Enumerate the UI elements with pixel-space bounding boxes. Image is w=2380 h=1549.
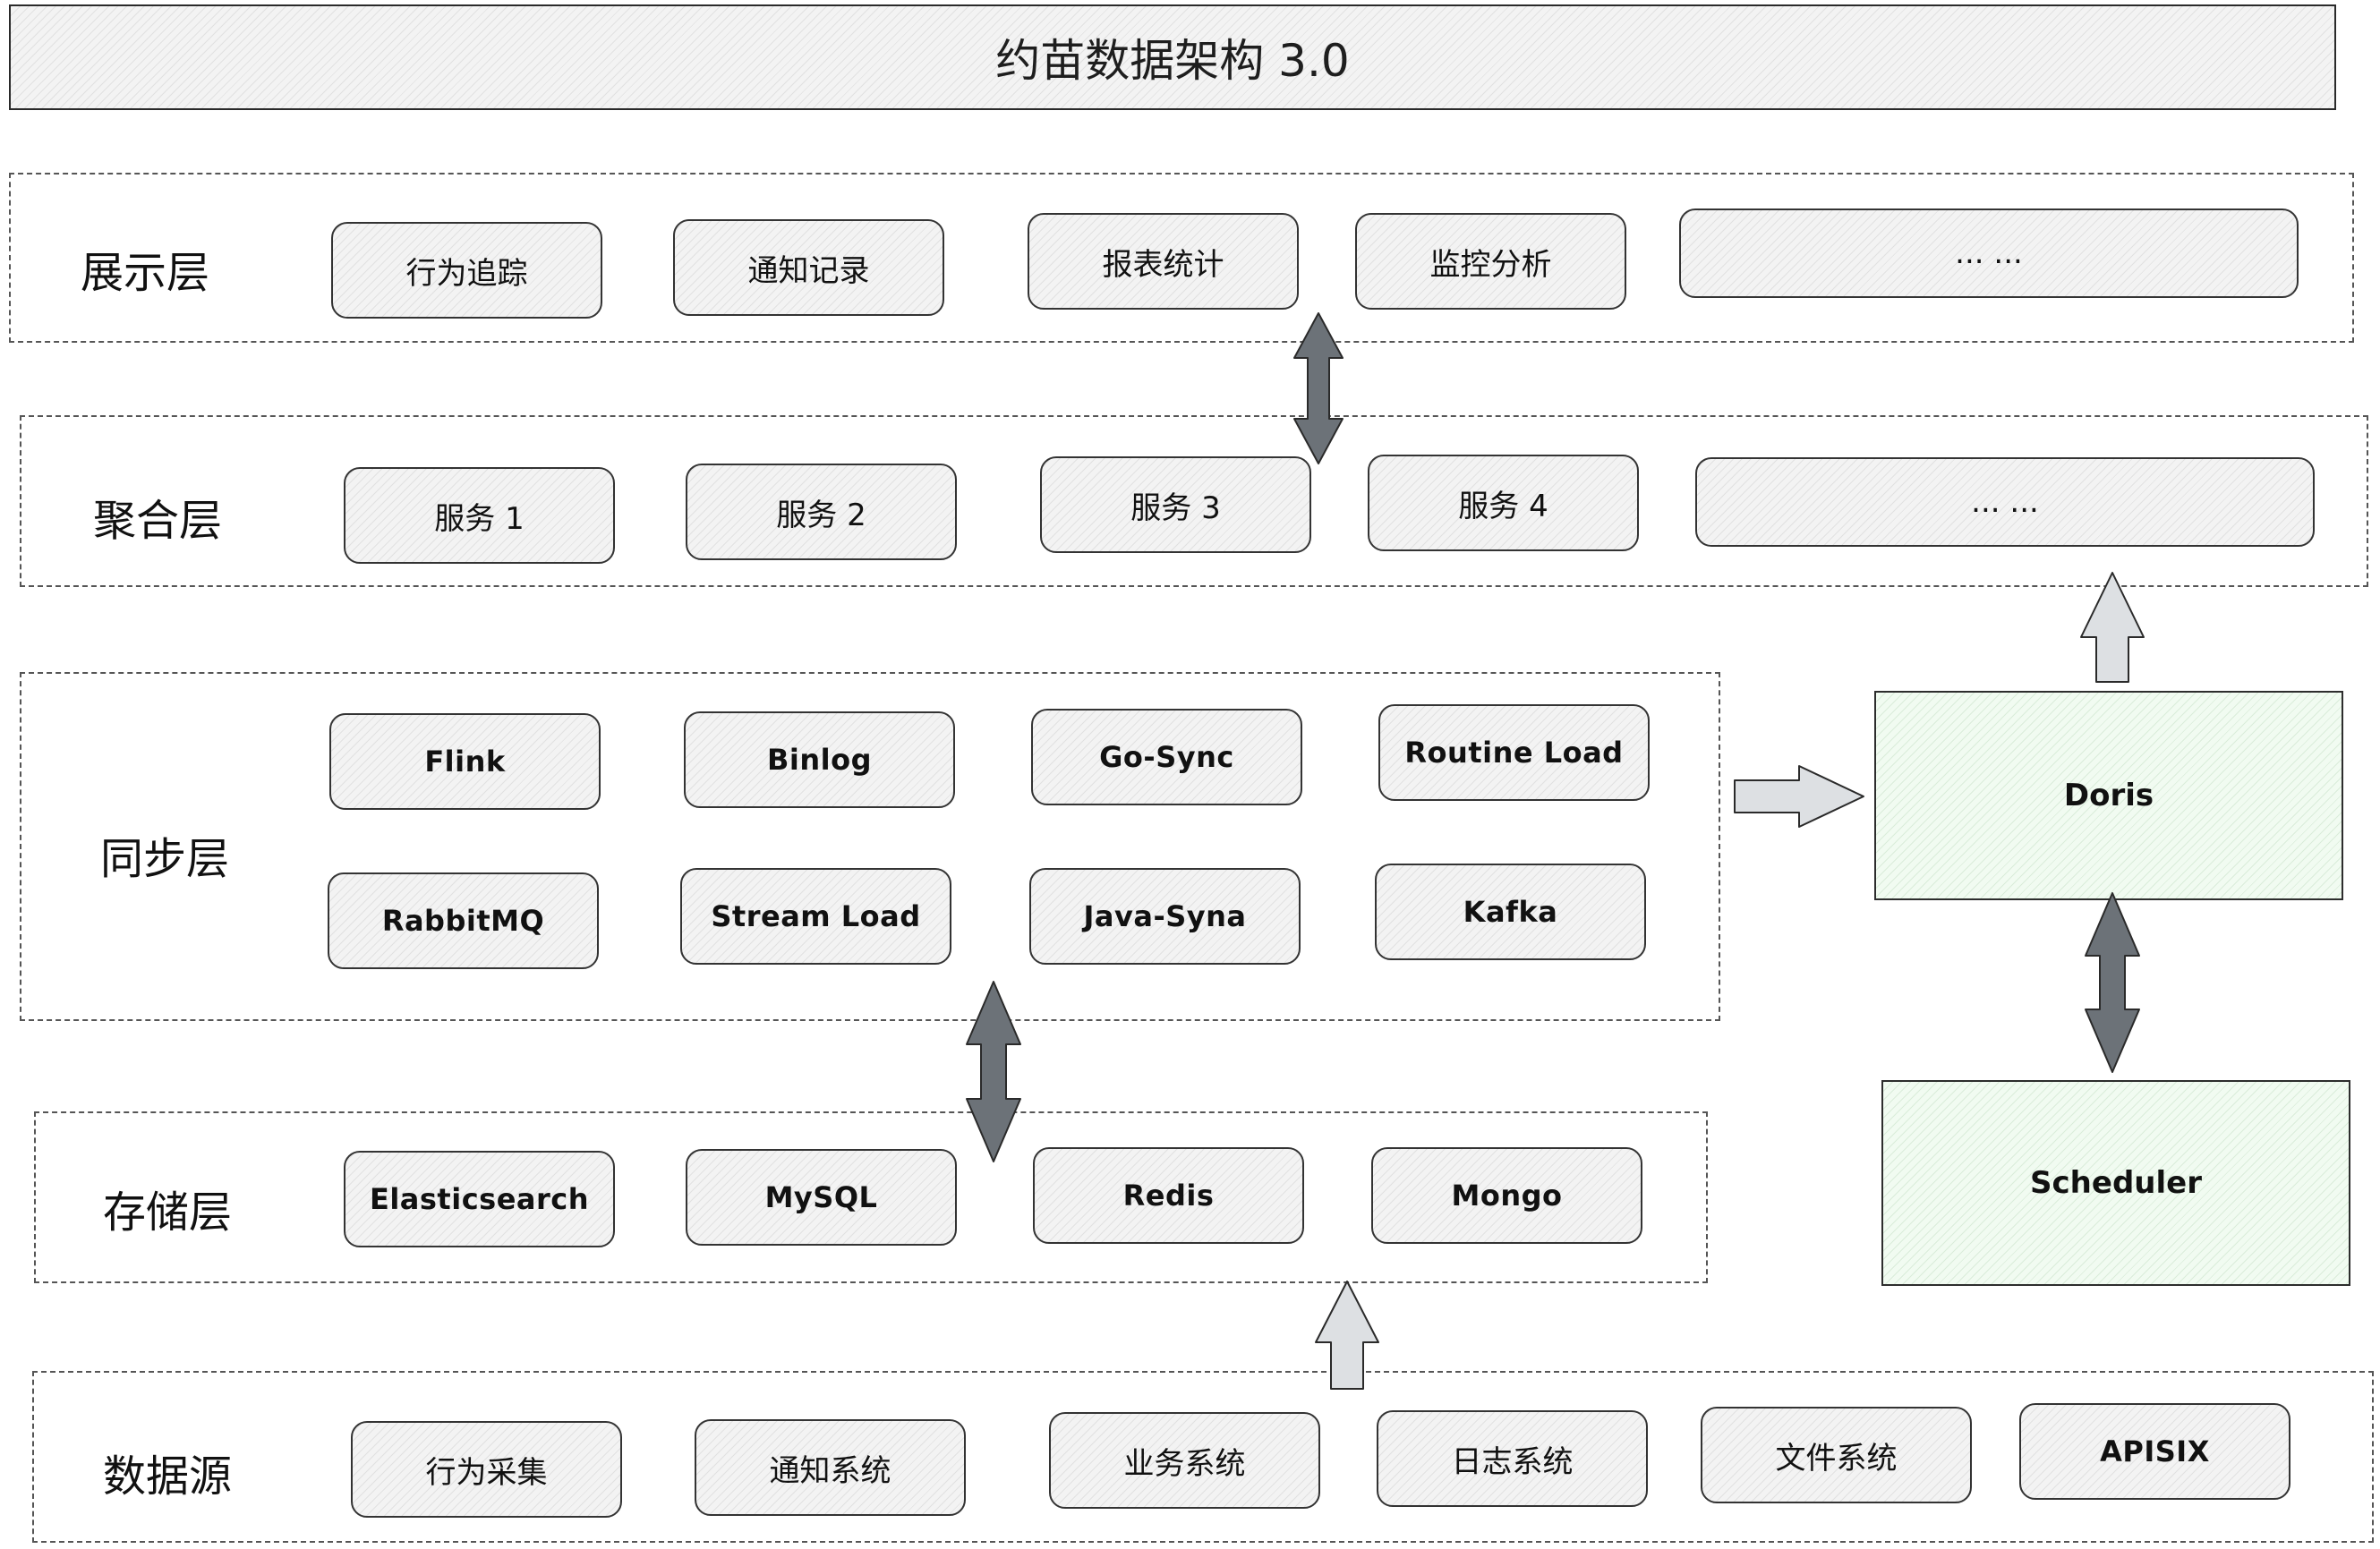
aggregation-item-more: ... ... [1695,457,2315,547]
storage-layer-label: 存储层 [103,1187,233,1238]
presentation-item-monitoring-analysis: 监控分析 [1355,213,1626,310]
sync-item-binlog: Binlog [684,711,955,808]
aggregation-item-service-3: 服务 3 [1040,456,1311,553]
storage-item-mysql: MySQL [686,1149,957,1246]
arrow-sync-storage [966,981,1021,1162]
diagram-title-bar: 约苗数据架构 3.0 [9,4,2336,110]
aggregation-layer [20,415,2368,587]
source-layer [32,1371,2374,1543]
source-item-log-system: 日志系统 [1377,1410,1648,1507]
sync-item-go-sync: Go-Sync [1031,709,1302,805]
doris-node: Doris [1874,691,2343,900]
sync-item-stream-load: Stream Load [680,868,951,965]
sync-item-rabbitmq: RabbitMQ [328,872,599,969]
presentation-item-notification-records: 通知记录 [673,219,944,316]
sync-item-flink: Flink [329,713,601,810]
aggregation-item-service-1: 服务 1 [344,467,615,564]
arrow-presentation-aggregation [1293,312,1344,464]
storage-item-mongo: Mongo [1371,1147,1642,1244]
doris-label: Doris [2063,778,2154,813]
storage-item-redis: Redis [1033,1147,1304,1244]
source-layer-label: 数据源 [103,1451,233,1502]
storage-item-elasticsearch: Elasticsearch [344,1151,615,1247]
sync-item-routine-load: Routine Load [1378,704,1650,801]
arrow-source-to-storage [1315,1281,1379,1390]
presentation-item-report-statistics: 报表统计 [1028,213,1299,310]
source-item-business-system: 业务系统 [1049,1412,1320,1509]
presentation-item-behavior-tracking: 行为追踪 [331,222,602,319]
source-item-file-system: 文件系统 [1701,1407,1972,1503]
presentation-item-more: ... ... [1679,209,2299,298]
arrow-sync-to-doris [1734,765,1864,828]
sync-layer-label: 同步层 [100,834,230,884]
aggregation-layer-label: 聚合层 [93,496,223,546]
presentation-layer [9,173,2354,343]
source-item-behavior-collection: 行为采集 [351,1421,622,1518]
sync-layer [20,672,1720,1021]
storage-layer [34,1111,1708,1283]
source-item-notification-system: 通知系统 [695,1419,966,1516]
source-item-apisix: APISIX [2019,1403,2290,1500]
aggregation-item-service-2: 服务 2 [686,464,957,560]
diagram-title: 约苗数据架构 3.0 [995,35,1350,87]
sync-item-kafka: Kafka [1375,864,1646,960]
arrow-doris-to-aggregation [2080,572,2145,683]
scheduler-label: Scheduler [2030,1165,2202,1201]
arrow-doris-scheduler [2085,892,2140,1073]
sync-item-java-syna: Java-Syna [1029,868,1301,965]
scheduler-node: Scheduler [1881,1080,2350,1286]
presentation-layer-label: 展示层 [81,248,210,298]
aggregation-item-service-4: 服务 4 [1368,455,1639,551]
